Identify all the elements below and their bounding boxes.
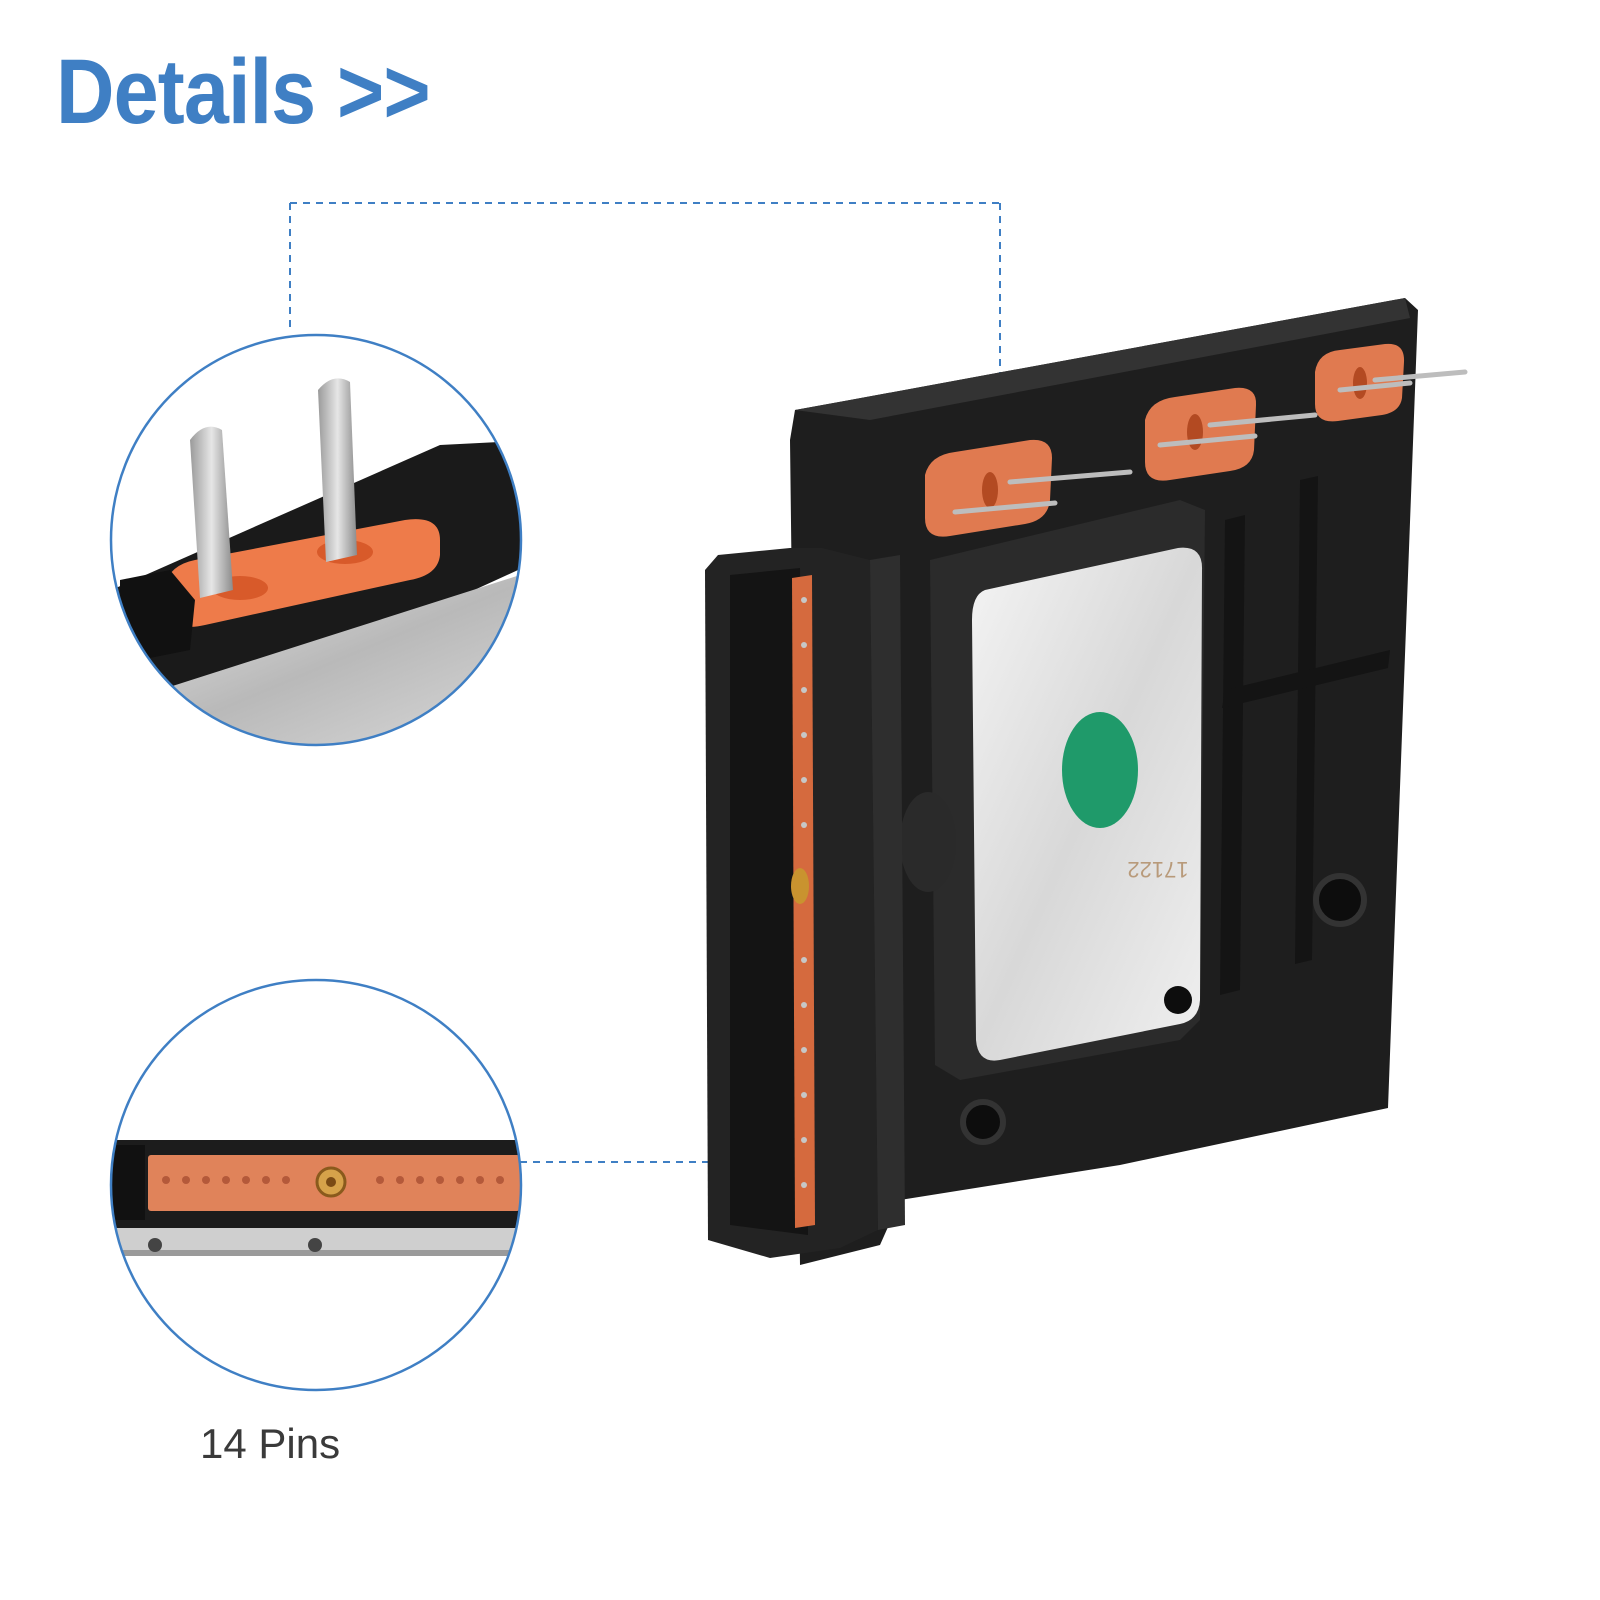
pin-count-caption: 14 Pins xyxy=(200,1420,341,1467)
mount-hole xyxy=(1313,873,1367,927)
ignition-module: 17122 xyxy=(705,298,1468,1265)
pin-connector-closeup xyxy=(111,980,521,1390)
terminal-closeup xyxy=(111,335,521,745)
terminal-blades xyxy=(952,369,1468,515)
mount-hole xyxy=(1164,986,1192,1014)
page-title: Details >> xyxy=(56,41,431,143)
status-dot xyxy=(1062,712,1138,828)
connector-pins xyxy=(801,597,807,1188)
mount-hole xyxy=(960,1099,1006,1145)
plate-marking: 17122 xyxy=(1127,857,1188,882)
